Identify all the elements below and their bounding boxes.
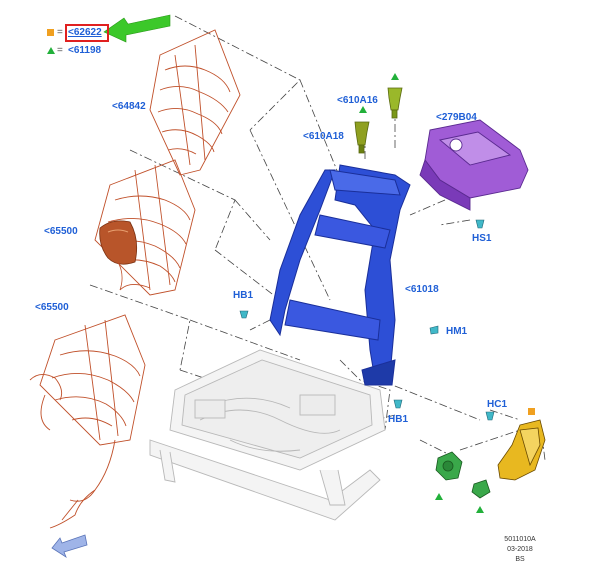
callout-frame[interactable]: <61018	[405, 284, 439, 295]
stamp-code: 5011010A	[504, 536, 536, 543]
wire-mat-lower	[29, 314, 146, 529]
part-markers-triangle	[359, 73, 484, 513]
drawing-stamp: 5011010A 03-2018 BS	[495, 535, 545, 565]
recliner-parts	[497, 419, 546, 481]
callout-trim-cover[interactable]: <279B04	[436, 112, 477, 123]
legend-triangle-marker	[47, 47, 55, 54]
callout-hb1-bottom[interactable]: HB1	[388, 414, 409, 425]
trim-cover	[419, 119, 529, 211]
legend-square-marker	[47, 29, 54, 36]
callout-hb1-top[interactable]: HB1	[233, 290, 254, 301]
headrest-guides	[354, 87, 403, 154]
callout-wire-upper[interactable]: <64842	[112, 101, 146, 112]
lumbar-pad-upper	[99, 220, 151, 291]
legend-square-ref[interactable]: <62622	[68, 27, 102, 38]
callout-guide-a[interactable]: <610A16	[337, 95, 378, 106]
legend-triangle-ref[interactable]: <61198	[68, 45, 102, 56]
highlight-box	[65, 24, 109, 42]
legend-equals-square: =	[57, 27, 63, 38]
clips	[239, 219, 495, 421]
pointer-arrow	[103, 14, 171, 43]
callout-hs1[interactable]: HS1	[472, 233, 492, 244]
callout-guide-b[interactable]: <610A18	[303, 131, 344, 142]
seatback-frame	[269, 164, 411, 386]
handle-parts	[435, 451, 491, 499]
stamp-date: 03-2018	[507, 546, 533, 553]
wire-mat-upper	[149, 29, 241, 176]
callout-hc1[interactable]: HC1	[487, 399, 508, 410]
callout-pad-upper[interactable]: <65500	[44, 226, 78, 237]
nav-arrow-icon	[51, 534, 88, 559]
part-marker-square	[528, 408, 535, 415]
callout-hm1[interactable]: HM1	[446, 326, 468, 337]
legend-equals-triangle: =	[57, 45, 63, 56]
seat-cushion-frame	[149, 349, 386, 521]
callout-pad-lower[interactable]: <65500	[35, 302, 69, 313]
stamp-initials: BS	[515, 556, 525, 563]
